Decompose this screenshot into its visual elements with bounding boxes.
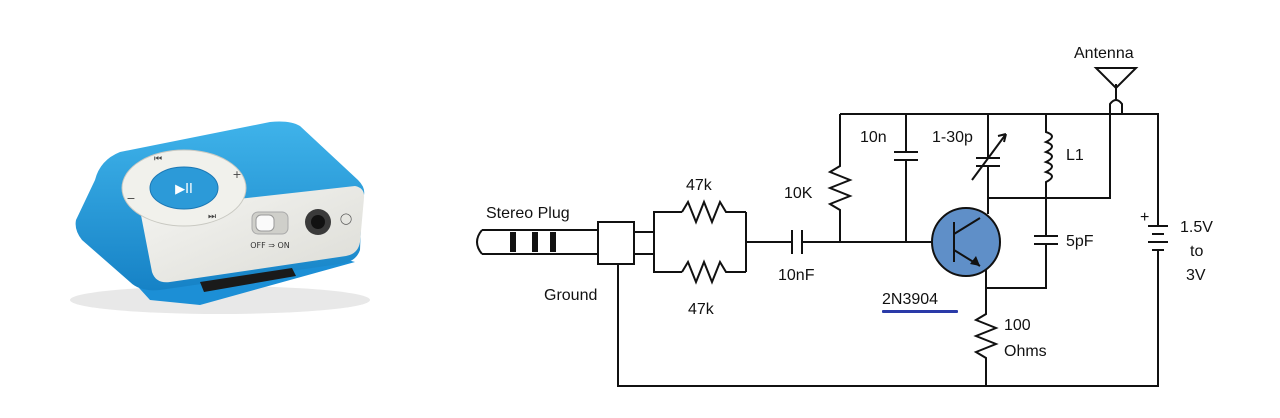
stereo-plug-symbol [476, 221, 635, 265]
r-emitter-value: 100 [1004, 317, 1031, 334]
ground-label: Ground [544, 287, 597, 304]
transistor-2n3904 [931, 207, 1001, 277]
antenna-label: Antenna [1074, 45, 1134, 62]
fm-transmitter-schematic: Stereo Plug Ground 47k 47k 10nF 10K 10n … [476, 45, 1213, 387]
inductor-label: L1 [1066, 147, 1084, 164]
r-emitter-unit: Ohms [1004, 343, 1047, 360]
volume-down-icon[interactable]: − [126, 192, 135, 205]
play-pause-icon: ▶II [175, 182, 193, 197]
wire-resistor-join [745, 212, 792, 272]
mp3-player-illustration: ▶II ⏮ ⏭ + − OFF ⇒ ON ◯ [70, 121, 370, 314]
power-switch[interactable] [255, 214, 275, 232]
transistor-label: 2N3904 [882, 291, 938, 308]
cap-var-label: 1-30p [932, 129, 973, 146]
wire-in-bottom [634, 253, 682, 273]
r-top-label: 47k [686, 177, 713, 194]
ground-rail [617, 262, 1159, 387]
prev-icon[interactable]: ⏮ [154, 154, 162, 164]
wire-in-top [634, 211, 682, 233]
resistor-47k-bottom [681, 259, 746, 285]
resistor-10k [827, 114, 853, 242]
variable-arrow [971, 133, 1007, 181]
battery-symbol [1148, 225, 1168, 262]
battery-to: to [1190, 243, 1203, 260]
headphone-icon: ◯ [340, 212, 352, 225]
collector-bus [988, 114, 1111, 199]
battery-v2: 3V [1186, 267, 1206, 284]
antenna-crossover [1109, 99, 1123, 114]
battery-plus: + [1140, 209, 1149, 226]
volume-up-icon[interactable]: + [232, 168, 241, 181]
capacitor-10n [894, 114, 918, 242]
inductor-l1 [1043, 114, 1053, 198]
resistor-47k-top [681, 199, 746, 225]
capacitor-variable [976, 114, 1000, 198]
resistor-100-ohms [973, 288, 999, 386]
battery-v1: 1.5V [1180, 219, 1213, 236]
headphone-jack-hole [311, 215, 325, 229]
capacitor-10nf [791, 230, 840, 254]
transistor-leads [953, 198, 989, 288]
cap-input-label: 10nF [778, 267, 815, 284]
clip-slot [200, 268, 296, 292]
emitter-arrow [970, 256, 980, 266]
capacitor-5pf [986, 198, 1058, 289]
cap-10n-label: 10n [860, 129, 887, 146]
cap-5pf-label: 5pF [1066, 233, 1094, 250]
transistor-underline [882, 310, 958, 313]
antenna-symbol [1093, 67, 1139, 100]
r-bias-label: 10K [784, 185, 813, 202]
switch-label: OFF ⇒ ON [250, 241, 290, 250]
play-pause-button[interactable] [149, 166, 219, 210]
stereo-plug-label: Stereo Plug [486, 205, 570, 222]
next-icon[interactable]: ⏭ [208, 212, 216, 222]
top-rail [840, 113, 1159, 226]
r-bottom-label: 47k [688, 301, 715, 318]
